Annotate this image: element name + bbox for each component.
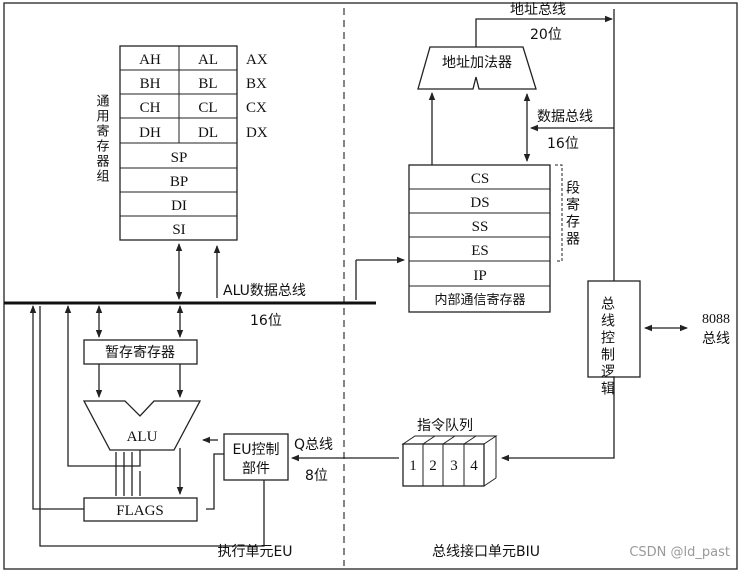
segment-bracket <box>555 164 563 262</box>
reg-bx: BX <box>246 76 267 92</box>
eu-control-bus-loop <box>39 306 265 547</box>
reg-ss: SS <box>472 219 489 235</box>
bus-control-logic-label: 总线控制逻辑 <box>599 296 615 398</box>
instruction-queue-label: 指令队列 <box>417 418 473 434</box>
alu-unit <box>82 400 202 451</box>
address-adder-label: 地址加法器 <box>442 55 512 71</box>
eu-control-label-2: 部件 <box>242 461 270 477</box>
reg-ip: IP <box>473 268 486 284</box>
reg-dh: DH <box>139 125 161 141</box>
address-bus <box>475 15 613 52</box>
data-bus-label: 数据总线 <box>537 109 593 125</box>
external-bus-label-2: 总线 <box>702 331 730 347</box>
internal-comm-register-label: 内部通信寄存器 <box>434 292 525 308</box>
watermark: CSDN @ld_past <box>629 545 730 560</box>
eu-control-unit <box>223 433 289 481</box>
reg-dl: DL <box>198 125 218 141</box>
bus-control-logic <box>587 280 641 378</box>
q-bus-width: 8位 <box>305 468 328 484</box>
flags-label: FLAGS <box>116 503 164 519</box>
alu-label: ALU <box>127 429 158 445</box>
flags-bus-loop <box>29 305 84 510</box>
segment-register-label: 段寄存器 <box>564 180 580 248</box>
alu-data-bus-label: ALU数据总线 <box>223 283 306 299</box>
general-register-group-label: 通用寄存器组 <box>94 94 110 184</box>
reg-ah: AH <box>139 52 161 68</box>
reg-ch: CH <box>140 100 161 116</box>
biu-label: 总线接口单元BIU <box>432 543 540 560</box>
address-bus-width: 20位 <box>530 27 562 43</box>
address-bus-label: 地址总线 <box>510 2 566 18</box>
reg-bh: BH <box>140 76 161 92</box>
address-adder <box>417 46 537 90</box>
instruction-queue-side-b <box>483 477 497 487</box>
queue-slot-2: 2 <box>429 458 437 474</box>
queue-slot-4: 4 <box>470 458 478 474</box>
eu-control-label-1: EU控制 <box>232 442 279 458</box>
alu-data-bus-width: 16位 <box>250 313 282 329</box>
reg-bp: BP <box>170 174 188 190</box>
temp-register <box>83 339 198 365</box>
external-bus-label-1: 8088 <box>702 312 730 327</box>
segment-register-block <box>408 164 551 313</box>
eu-control-flags-link <box>206 453 224 510</box>
instruction-queue <box>402 435 485 487</box>
temp-register-label: 暂存寄存器 <box>105 344 175 361</box>
reg-cx: CX <box>246 100 267 116</box>
queue-slot-1: 1 <box>409 458 417 474</box>
reg-dx: DX <box>246 125 268 141</box>
data-bus-width: 16位 <box>547 136 579 152</box>
reg-bl: BL <box>198 76 217 92</box>
alu-output-loop <box>64 305 141 467</box>
reg-di: DI <box>171 198 187 214</box>
reg-sp: SP <box>171 150 188 166</box>
eu-label: 执行单元EU <box>217 544 292 560</box>
reg-ax: AX <box>246 52 268 68</box>
bus-trunk-bottom <box>501 377 615 462</box>
diagram-frame <box>3 2 738 570</box>
reg-ds: DS <box>470 195 489 211</box>
reg-al: AL <box>198 52 218 68</box>
reg-cl: CL <box>198 100 217 116</box>
general-register-group <box>119 45 238 241</box>
q-bus-label: Q总线 <box>294 437 333 453</box>
reg-si: SI <box>172 222 185 238</box>
reg-cs: CS <box>471 171 489 187</box>
reg-es: ES <box>471 243 489 259</box>
queue-slot-3: 3 <box>450 458 458 474</box>
